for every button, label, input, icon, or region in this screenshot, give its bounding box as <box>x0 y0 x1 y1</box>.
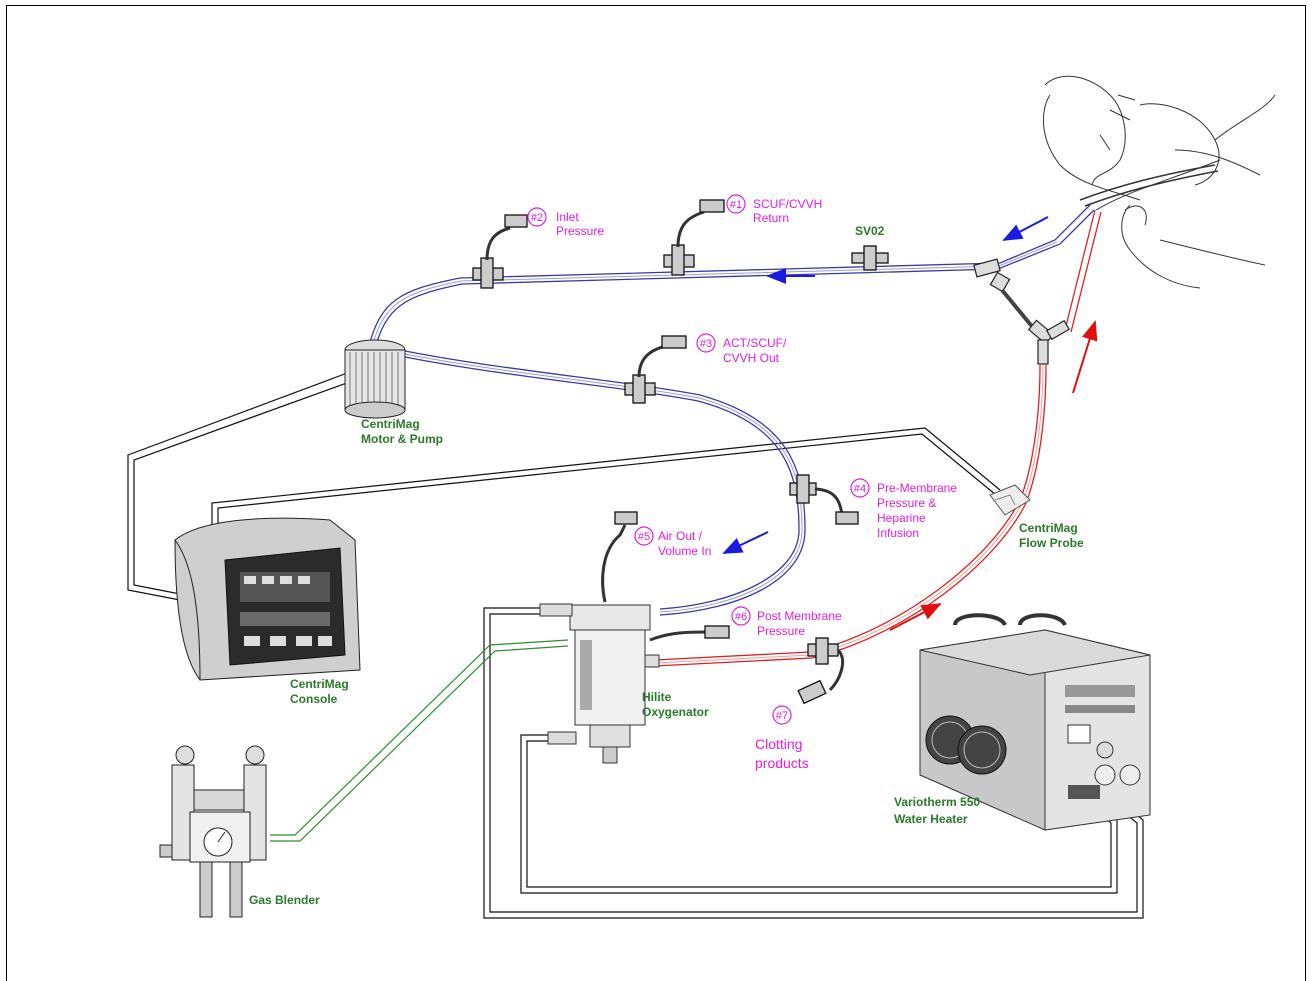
gas-blender-illustration <box>160 746 266 917</box>
port-connector-3 <box>625 336 686 403</box>
port-label-line: Post Membrane <box>757 609 842 623</box>
gas-blender-label: Gas Blender <box>249 893 320 907</box>
arrow-blue-oxygenator <box>724 532 768 553</box>
sv02-label: SV02 <box>855 224 885 238</box>
port-label-line: ACT/SCUF/ <box>723 336 787 350</box>
centrimag-pump-illustration <box>345 340 405 418</box>
port-connector-5 <box>603 512 637 602</box>
oxygenator-label-line2: Oxygenator <box>642 705 709 719</box>
port-connector-6 <box>650 626 729 640</box>
port-number: #3 <box>700 338 712 350</box>
port-connector-1 <box>664 200 724 275</box>
port-number: #2 <box>531 212 543 224</box>
port-label-line: CVVH Out <box>723 351 780 365</box>
port-label-7: #7 Clotting products <box>755 706 809 771</box>
arterial-tubing <box>655 210 1101 666</box>
port-label-line: Pre-Membrane <box>877 481 957 495</box>
port-number: #5 <box>638 531 650 543</box>
port-label-line: SCUF/CVVH <box>753 197 822 211</box>
port-label-line: Inlet <box>556 210 579 224</box>
port-label-line: Volume In <box>658 544 711 558</box>
port-connector-7 <box>798 638 842 703</box>
port-label-line: products <box>755 755 809 771</box>
flow-probe-label-line2: Flow Probe <box>1019 536 1084 550</box>
heater-label-line1: Variotherm 550 <box>894 795 980 809</box>
pump-label-line2: Motor & Pump <box>361 432 443 446</box>
port-number: #4 <box>854 483 866 495</box>
port-label-5: #5 Air Out / Volume In <box>635 527 711 558</box>
patient-illustration <box>1043 76 1275 288</box>
port-connector-2 <box>473 215 527 288</box>
arrow-red-probe <box>1073 322 1095 393</box>
port-label-6: #6 Post Membrane Pressure <box>732 607 842 638</box>
port-label-line: Return <box>753 211 789 225</box>
heater-label-line2: Water Heater <box>894 812 968 826</box>
centrimag-console-illustration <box>175 518 360 680</box>
port-label-line: Clotting <box>755 736 802 752</box>
port-label-line: Air Out / <box>658 529 703 543</box>
port-number: #7 <box>776 710 788 722</box>
port-connector-4 <box>790 475 858 524</box>
pump-label-line1: CentriMag <box>361 417 420 431</box>
port-label-line: Pressure <box>757 624 805 638</box>
port-label-line: Infusion <box>877 526 919 540</box>
port-label-2: #2 Inlet Pressure <box>528 208 604 238</box>
oxygenator-label-line1: Hilite <box>642 690 672 704</box>
port-label-line: Pressure & <box>877 496 936 510</box>
port-number: #6 <box>735 611 747 623</box>
arrow-blue-patient <box>1004 217 1048 240</box>
port-label-line: Pressure <box>556 224 604 238</box>
flow-probe-label-line1: CentriMag <box>1019 521 1078 535</box>
console-label-line1: CentriMag <box>290 677 349 691</box>
port-label-line: Heparine <box>877 511 926 525</box>
y-connectors <box>974 259 1069 364</box>
venous-tubing-highlight <box>371 242 1057 612</box>
port-number: #1 <box>730 199 742 211</box>
port-label-4: #4 Pre-Membrane Pressure & Heparine Infu… <box>851 479 957 540</box>
console-label-line2: Console <box>290 692 338 706</box>
port-label-3: #3 ACT/SCUF/ CVVH Out <box>697 334 787 365</box>
hilite-oxygenator-illustration <box>540 604 659 763</box>
port-label-1: #1 SCUF/CVVH Return <box>727 195 822 225</box>
flow-arrows <box>724 217 1095 630</box>
